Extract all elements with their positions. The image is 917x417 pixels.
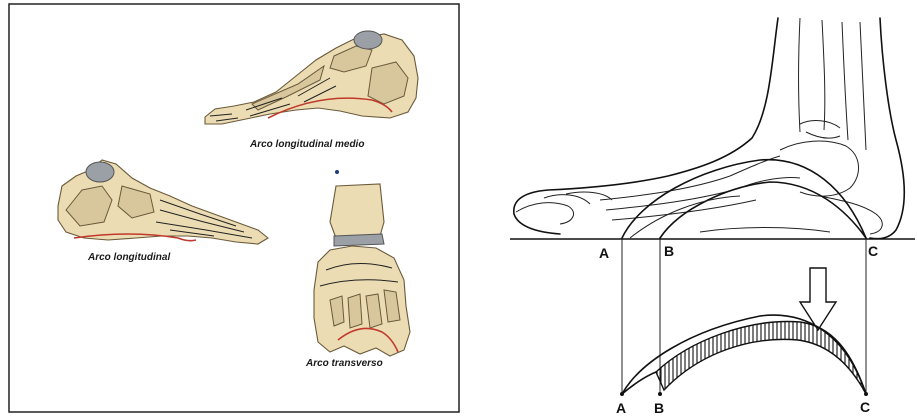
- point-label-b-top: B: [664, 243, 674, 259]
- point-label-a-bottom: A: [616, 400, 626, 416]
- left-panel: Arco longitudinal medio Arco longitudina…: [9, 4, 459, 412]
- label-longitudinal-arch: Arco longitudinal: [87, 252, 170, 263]
- point-label-c-bottom: C: [860, 399, 870, 415]
- point-label-a-top: A: [599, 245, 609, 261]
- point-label-c-top: C: [868, 243, 878, 259]
- label-medial-arch: Arco longitudinal medio: [249, 139, 364, 150]
- point-label-b-bottom: B: [654, 400, 664, 416]
- right-panel: A B C A B C: [510, 18, 915, 416]
- label-transverse-arch: Arco transverso: [305, 358, 383, 369]
- leg-outline: [514, 18, 778, 234]
- arch-curve-outer: [622, 160, 866, 238]
- bottom-arch: [620, 315, 868, 396]
